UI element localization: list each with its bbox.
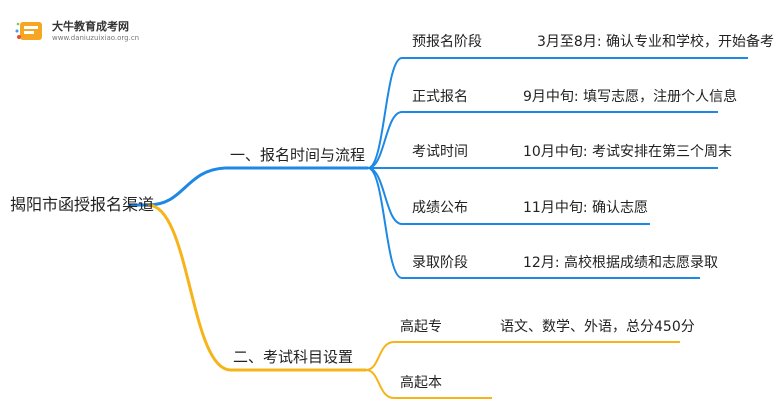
- connector-leaf-7: [365, 369, 492, 399]
- detail-score-release: 11月中旬: 确认志愿: [523, 200, 648, 216]
- site-logo[interactable]: 大牛教育成考网 www.daniuzuixiao.org.cn: [14, 14, 144, 48]
- leaf-admission: 录取阶段: [412, 255, 468, 271]
- connector-root-branch1: [147, 166, 226, 207]
- leaf-pre-registration: 预报名阶段: [412, 34, 482, 50]
- connector-leaf-2: [367, 111, 718, 169]
- leaf-score-release: 成绩公布: [412, 200, 468, 216]
- leaf-exam-time: 考试时间: [412, 144, 468, 160]
- detail-pre-registration: 3月至8月: 确认专业和学校，开始备考: [537, 34, 774, 50]
- leaf-high-to-junior-college: 高起专: [400, 319, 442, 335]
- detail-formal-registration: 9月中旬: 填写志愿，注册个人信息: [523, 89, 738, 105]
- detail-exam-time: 10月中旬: 考试安排在第三个周末: [523, 144, 732, 160]
- branch-registration-process: 一、报名时间与流程: [230, 146, 366, 164]
- connector-root-branch2: [147, 203, 231, 372]
- logo-url: www.daniuzuixiao.org.cn: [52, 34, 140, 42]
- logo-site-name: 大牛教育成考网: [52, 20, 129, 33]
- leaf-formal-registration: 正式报名: [412, 89, 468, 105]
- book-icon: [15, 22, 42, 40]
- detail-admission: 12月: 高校根据成绩和志愿录取: [523, 255, 718, 271]
- mindmap-connectors: [128, 57, 748, 399]
- root-node: 揭阳市函授报名渠道: [10, 195, 155, 214]
- branch-exam-subjects: 二、考试科目设置: [233, 348, 354, 366]
- leaf-high-to-bachelor: 高起本: [400, 375, 442, 391]
- connector-leaf-5: [367, 167, 700, 279]
- connector-leaf-1: [367, 57, 748, 169]
- connector-leaf-4: [367, 167, 650, 225]
- connector-leaf-6: [365, 341, 680, 371]
- detail-high-to-junior-college: 语文、数学、外语，总分450分: [500, 319, 695, 335]
